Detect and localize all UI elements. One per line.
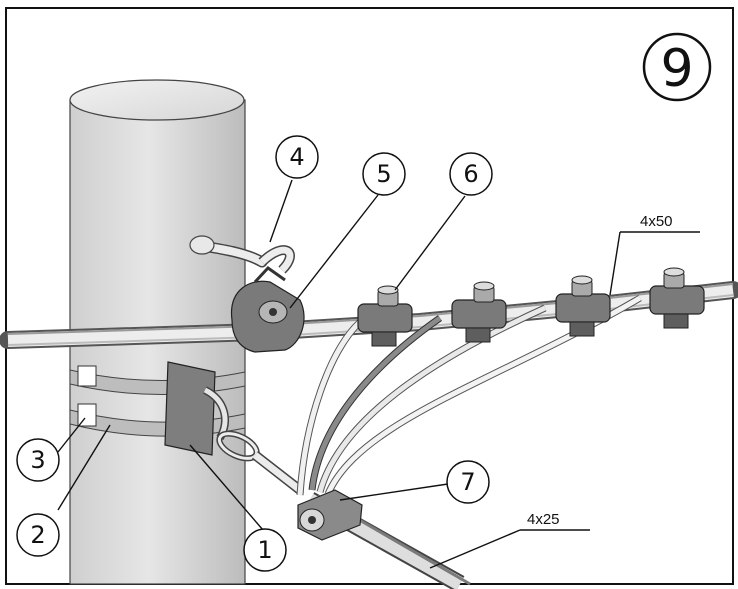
- cable-drop-label: 4x25: [527, 511, 560, 528]
- callout-7-label: 7: [460, 468, 475, 496]
- connector-2: [451, 281, 507, 343]
- callout-5-label: 5: [376, 160, 391, 188]
- anchor-bracket: [164, 361, 304, 494]
- connector-4: [649, 267, 705, 329]
- callout-2: 2: [16, 513, 60, 557]
- callout-1: 1: [243, 528, 287, 572]
- suspension-clamp: [230, 266, 305, 353]
- leader-lines: [57, 179, 700, 569]
- pole-hook: [189, 235, 295, 274]
- figure-number: 9: [660, 39, 693, 99]
- connector-1: [357, 285, 413, 347]
- callout-6-label: 6: [463, 160, 478, 188]
- callout-3-label: 3: [30, 446, 45, 474]
- callout-1-label: 1: [257, 536, 272, 564]
- callout-4-label: 4: [289, 143, 304, 171]
- callout-4: 4: [275, 135, 319, 179]
- tension-clamp: [297, 489, 363, 541]
- piercing-connectors: [357, 267, 705, 347]
- callout-6: 6: [449, 152, 493, 196]
- main-cable-bundle: [0, 281, 738, 349]
- cable-main-label: 4x50: [640, 213, 673, 230]
- figure-number-badge: 9: [642, 32, 712, 102]
- connector-3: [555, 275, 611, 337]
- callout-3: 3: [16, 438, 60, 482]
- callout-2-label: 2: [30, 521, 45, 549]
- callout-7: 7: [446, 460, 490, 504]
- callout-5: 5: [362, 152, 406, 196]
